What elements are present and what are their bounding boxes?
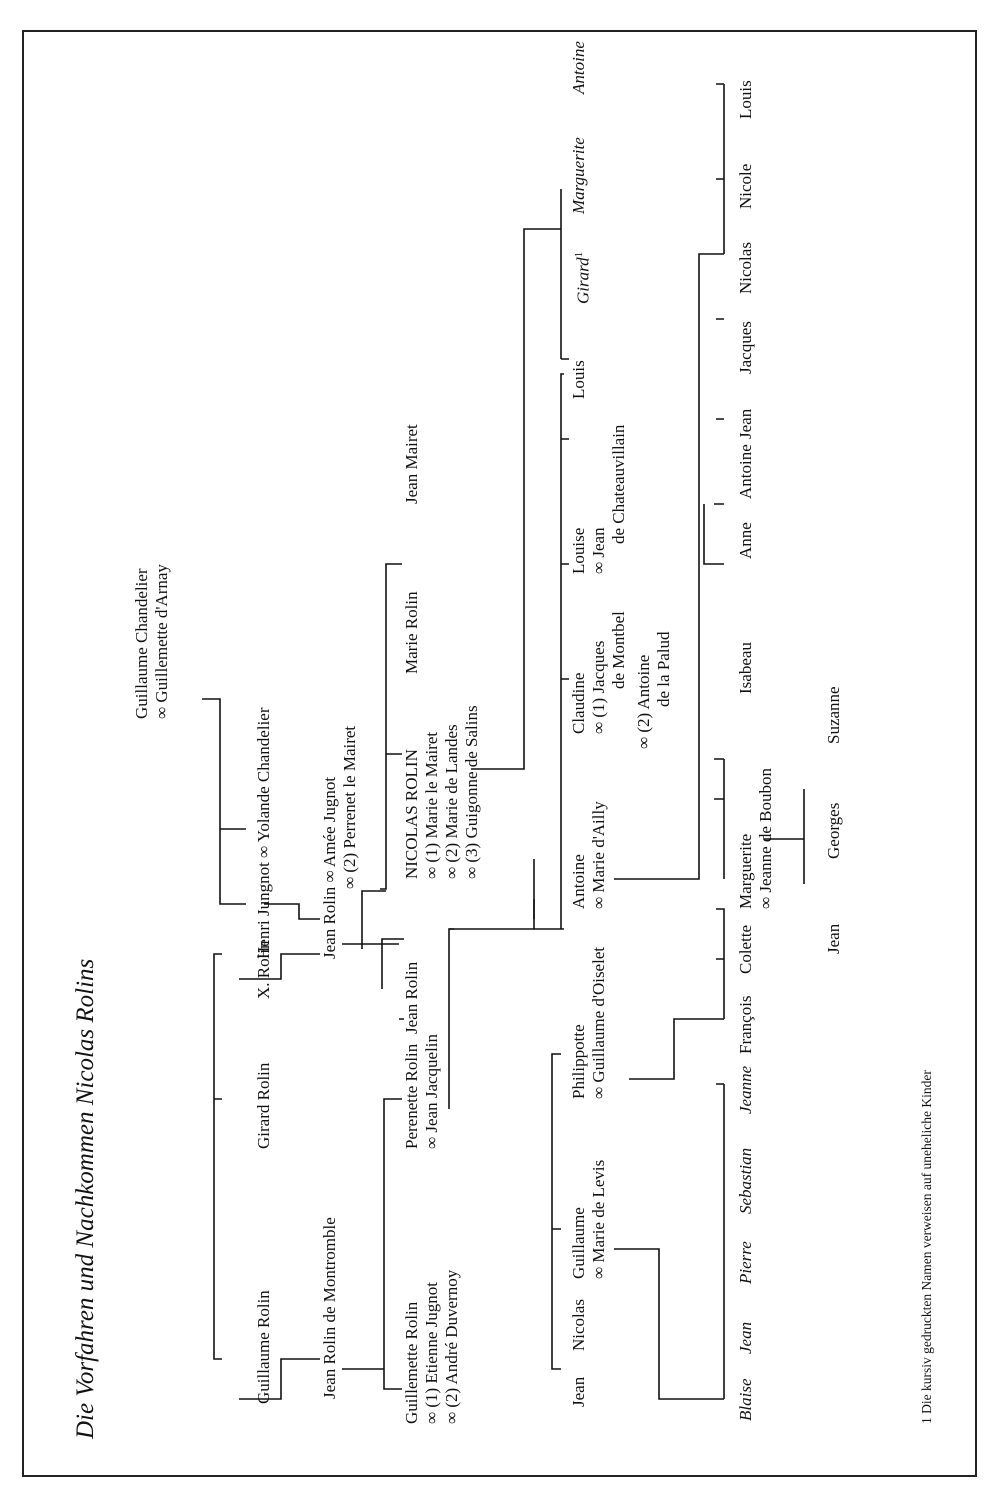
great-grandchild-jean: Jean	[824, 923, 843, 954]
child-jean: Jean	[569, 1376, 588, 1407]
jean-rolin-amee: Jean Rolin ∞ Amée Jugnot	[320, 776, 339, 959]
perenette-spouse: ∞ Jean Jacquelin	[422, 1033, 441, 1149]
line-jungnot-amee	[264, 903, 320, 920]
line-anne-antoine	[703, 503, 724, 565]
line-nicolas-m2	[449, 899, 535, 930]
grandchild-marguerite: Marguerite	[736, 833, 755, 909]
child-louis: Louis	[569, 360, 588, 399]
child-girard-name: Girard	[573, 257, 593, 304]
line-chandelier-jungnot	[202, 698, 246, 905]
child-antoine: Antoine	[569, 854, 588, 909]
child-louise-spouse-b: de Chateauvillain	[609, 424, 628, 544]
nicolas-spouse-1: ∞ (1) Marie le Mairet	[422, 731, 441, 879]
child-louise: Louise	[569, 527, 588, 574]
guillemette-darnay: ∞ Guillemette d'Arnay	[152, 564, 171, 719]
grandchild-isabeau: Isabeau	[736, 642, 755, 694]
line-antoine-children	[614, 253, 725, 880]
child-claudine-spouse-1b: de Montbel	[609, 611, 628, 689]
child-claudine-spouse-2b: de la Palud	[654, 631, 673, 707]
child-philippotte-spouse: ∞ Guillaume d'Oiselet	[589, 946, 608, 1099]
grandchild-colette: Colette	[736, 924, 755, 974]
grandchild-blaise: Blaise	[736, 1378, 755, 1422]
great-grandchild-georges: Georges	[824, 802, 843, 859]
guillemette-spouse-1: ∞ (1) Etienne Jugnot	[422, 1282, 441, 1424]
grandchild-jacques: Jacques	[736, 321, 755, 374]
nicolas-spouse-2: ∞ (2) Marie de Landes	[442, 724, 461, 879]
grandchild-nicole: Nicole	[736, 163, 755, 209]
grandchild-francois: François	[736, 995, 755, 1054]
grandchild-jean-illegitimate: Jean	[736, 1321, 755, 1354]
child-marguerite: Marguerite	[569, 137, 588, 214]
child-antoine-spouse: ∞ Marie d'Ailly	[589, 801, 608, 909]
child-louise-spouse-a: ∞ Jean	[589, 527, 608, 574]
line-guillaume-montromble	[239, 1358, 320, 1400]
chart-frame: Die Vorfahren und Nachkommen Nicolas Rol…	[22, 30, 977, 1477]
x-rolin: X. Rolin	[254, 940, 273, 999]
grandchild-marguerite-spouse: ∞ Jeanne de Boubon	[756, 767, 775, 909]
child-claudine-spouse-2a: ∞ (2) Antoine	[634, 654, 653, 749]
child-antoine-illegitimate: Antoine	[569, 41, 588, 94]
line-amee-mairet	[380, 563, 402, 890]
child-philippotte: Philippotte	[569, 1024, 588, 1099]
line-parents-children	[361, 890, 386, 949]
line-xrolin-jeanrolin	[239, 953, 320, 980]
line-guigonne-children	[560, 373, 569, 909]
grandchild-anne: Anne	[736, 522, 755, 559]
footnote: 1 Die kursiv gedruckten Namen verweisen …	[919, 1070, 934, 1424]
line-philippotte-children	[629, 908, 725, 1080]
child-nicolas: Nicolas	[569, 1299, 588, 1351]
grandchild-antoine: Antoine	[736, 444, 755, 499]
guillaume-rolin: Guillaume Rolin	[254, 1290, 273, 1404]
grandchild-pierre: Pierre	[736, 1241, 755, 1284]
line-nicolas-m3	[534, 909, 564, 930]
henri-jungnot: Henri Jungnot ∞ Yolande Chandelier	[254, 707, 273, 959]
girard-rolin: Girard Rolin	[254, 1062, 273, 1149]
guillaume-chandelier: Guillaume Chandelier	[132, 568, 151, 719]
line-montromble-daughters	[342, 1098, 402, 1390]
child-guillaume: Guillaume	[569, 1207, 588, 1279]
line-nicolas-m1	[448, 928, 454, 1109]
line-antoine-grandchildren	[716, 83, 725, 420]
great-grandchild-suzanne: Suzanne	[824, 686, 843, 744]
grandchild-nicolas: Nicolas	[736, 242, 755, 294]
line-nicolas-to-daughters	[471, 189, 569, 770]
nicolas-spouse-3: ∞ (3) Guigonne de Salins	[462, 705, 481, 879]
child-girard: Girard1	[569, 252, 594, 304]
jean-rolin-brother: Jean Rolin	[402, 961, 421, 1034]
guillemette-rolin: Guillemette Rolin	[402, 1301, 421, 1424]
child-claudine: Claudine	[569, 672, 588, 734]
nicolas-rolin: NICOLAS ROLIN	[402, 749, 421, 879]
line-rolin-siblings	[213, 953, 222, 1360]
grandchild-sebastian: Sebastian	[736, 1147, 755, 1214]
grandchild-jeanne: Jeanne	[736, 1065, 755, 1114]
jean-mairet: Jean Mairet	[402, 424, 421, 504]
child-claudine-spouse-1a: ∞ (1) Jacques	[589, 640, 608, 734]
line-nicolas-m1-children	[551, 1053, 561, 1370]
rotated-chart: Die Vorfahren und Nachkommen Nicolas Rol…	[24, 32, 979, 1479]
marie-rolin: Marie Rolin	[402, 591, 421, 674]
child-guillaume-spouse: ∞ Marie de Levis	[589, 1159, 608, 1279]
line-jeanrolin-children	[342, 938, 404, 1020]
footnote-marker: 1	[573, 251, 585, 258]
family-tree-lines	[202, 83, 805, 1400]
page-title: Die Vorfahren und Nachkommen Nicolas Rol…	[72, 958, 99, 1439]
jean-rolin-montromble: Jean Rolin de Montromble	[320, 1217, 339, 1399]
amee-second-marriage: ∞ (2) Perrenet le Mairet	[340, 725, 359, 889]
line-guillaume-children	[614, 1083, 725, 1400]
grandchild-jean: Jean	[736, 408, 755, 439]
perenette-rolin: Perenette Rolin	[402, 1043, 421, 1149]
grandchild-louis: Louis	[736, 80, 755, 119]
guillemette-spouse-2: ∞ (2) André Duvernoy	[442, 1269, 461, 1424]
line-marguerite-children	[764, 789, 805, 884]
